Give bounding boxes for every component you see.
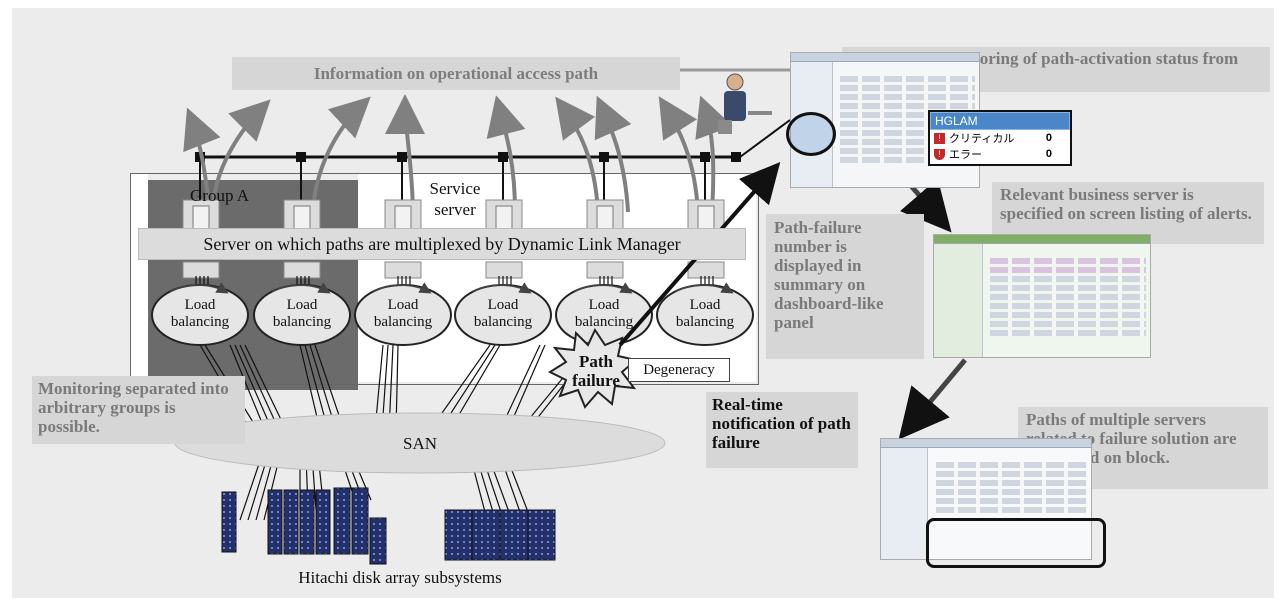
san-label: SAN: [402, 434, 437, 453]
storage-label: Hitachi disk array subsystems: [298, 568, 502, 587]
relevant-server-text: Relevant business server is specified on…: [1000, 185, 1252, 223]
hglam-error-label: エラー: [949, 149, 982, 161]
relevant-server-callout: Relevant business server is specified on…: [992, 182, 1264, 244]
realtime-notification-text: Real-time notification of path failure: [712, 395, 851, 452]
path-failure-label: Path failure: [572, 352, 620, 390]
path-failure-number-text: Path-failure number is displayed in summ…: [774, 218, 884, 332]
load-balancers: [151, 282, 754, 346]
hglam-error-count: 0: [1045, 148, 1052, 160]
monitoring-groups-text: Monitoring separated into arbitrary grou…: [38, 379, 229, 436]
load-balancing-label-2: Load balancing: [272, 297, 332, 330]
info-path-callout: Information on operational access path: [232, 57, 680, 90]
realtime-notification-callout: Real-time notification of path failure: [706, 392, 858, 468]
server-enclosure: [130, 173, 759, 385]
load-balancing-label-1: Load balancing: [170, 297, 230, 330]
load-balancing-label-3: Load balancing: [373, 297, 433, 330]
hglam-row-error: ! エラー 0: [930, 146, 1070, 162]
monitoring-groups-callout: Monitoring separated into arbitrary grou…: [32, 376, 245, 444]
paths-highlight: [926, 518, 1106, 568]
path-failure-burst: [547, 327, 639, 409]
load-balancing-label-4: Load balancing: [473, 297, 533, 330]
service-server-label: Service server: [429, 179, 481, 219]
hglam-critical-label: クリティカル: [949, 133, 1015, 145]
info-path-text: Information on operational access path: [313, 64, 599, 83]
degeneracy-label: Degeneracy: [628, 358, 730, 382]
server-stems: [182, 261, 725, 279]
arrow-to-paths: [898, 358, 967, 440]
paths-screen: [880, 438, 1092, 560]
error-icon: !: [934, 148, 945, 160]
hglam-row-critical: ! クリティカル 0: [930, 130, 1070, 146]
load-balancing-label-6: Load balancing: [675, 297, 735, 330]
path-failure-number-callout: Path-failure number is displayed in summ…: [766, 214, 924, 359]
critical-icon: !: [934, 132, 945, 144]
dlm-banner-text: Server on which paths are multiplexed by…: [203, 234, 681, 254]
hglam-critical-count: 0: [1045, 132, 1052, 144]
hglam-panel: HGLAM ! クリティカル 0 ! エラー 0: [928, 110, 1072, 166]
server-enclosure-fill-left: [131, 174, 148, 382]
hglam-title: HGLAM: [930, 112, 1070, 130]
load-balancing-label-5: Load balancing: [574, 297, 634, 330]
storage-racks: [221, 487, 556, 565]
alerts-screen: [933, 234, 1151, 358]
operator-icon: [718, 73, 772, 134]
access-path-arrows: [211, 94, 733, 213]
dlm-banner: Server on which paths are multiplexed by…: [138, 228, 746, 260]
bus-to-monitor: [739, 119, 791, 158]
magnifier-circle: [786, 112, 836, 156]
group-a-label: Group A: [190, 186, 250, 205]
